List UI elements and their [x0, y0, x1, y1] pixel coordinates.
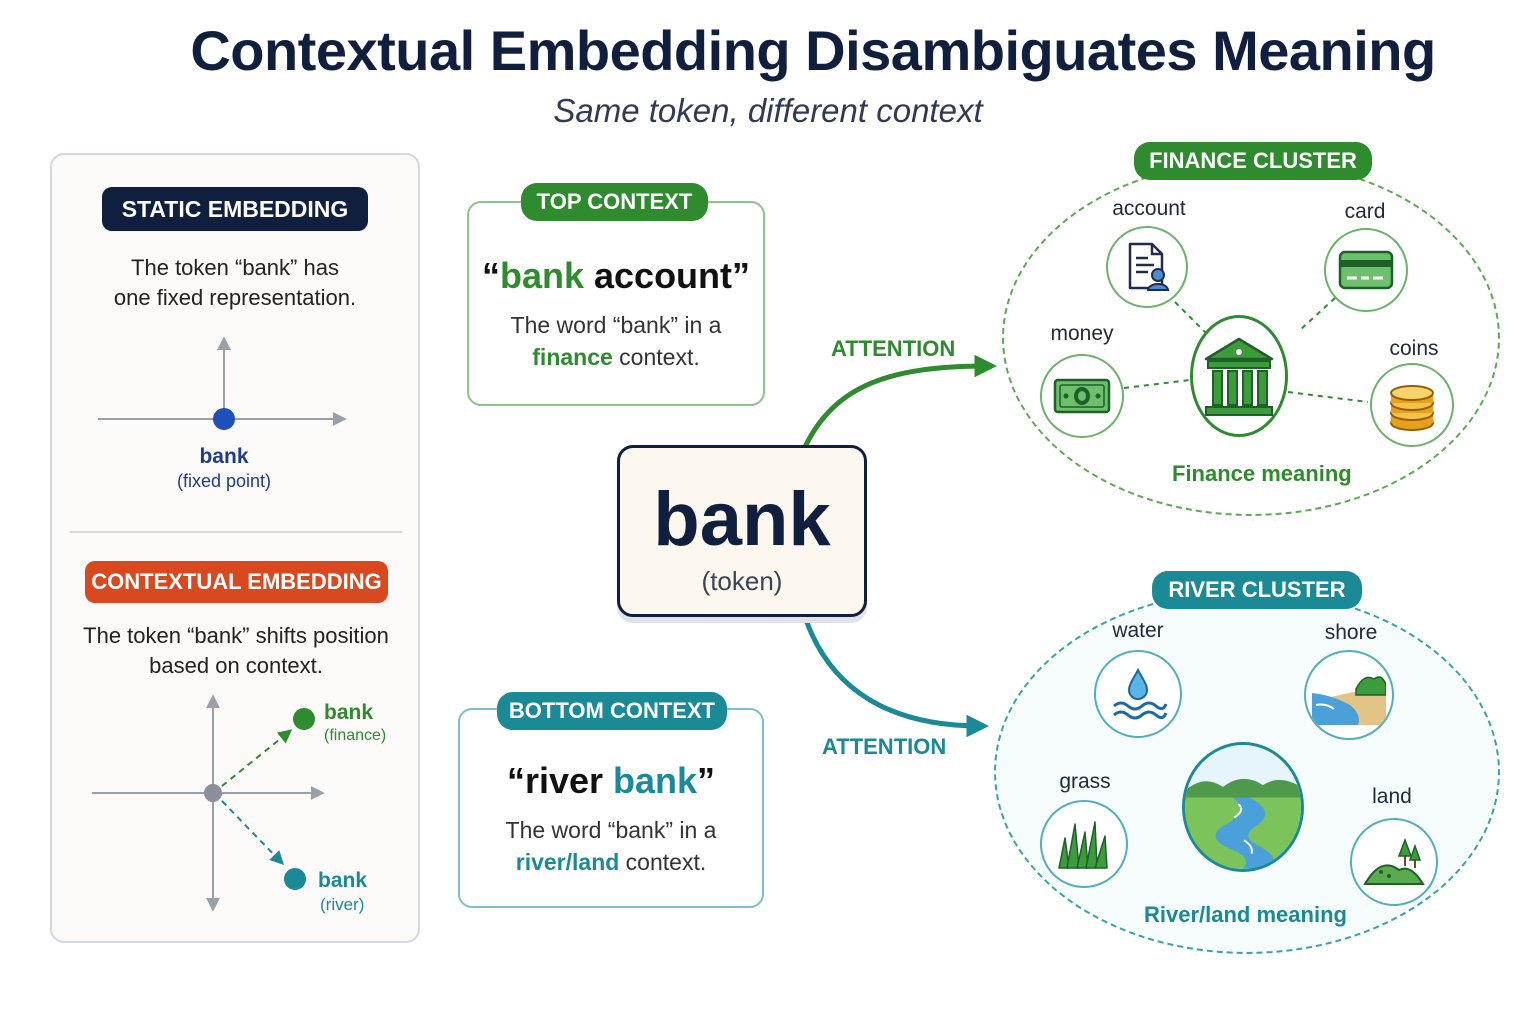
river-center-node — [1182, 742, 1304, 872]
river-shift-arrow — [221, 800, 284, 866]
bottom-context-box: “river bank” The word “bank” in a river/… — [458, 708, 764, 908]
coins-label: coins — [1389, 337, 1439, 360]
coins-node — [1370, 363, 1454, 447]
card-label: card — [1344, 200, 1386, 223]
water-label: water — [1112, 619, 1164, 642]
bottom-context-close-quote: ” — [697, 760, 716, 801]
bottom-context-desc-line1: The word “bank” in a — [505, 817, 717, 843]
hill-trees-icon — [1363, 837, 1425, 885]
static-bank-point — [213, 408, 235, 430]
finance-point-sublabel: (finance) — [324, 727, 387, 744]
static-point-label: bank — [199, 445, 249, 468]
shore-label: shore — [1324, 621, 1378, 644]
river-meaning-label: River/land meaning — [1144, 902, 1347, 927]
bottom-context-tag: BOTTOM CONTEXT — [497, 692, 727, 730]
document-person-icon — [1128, 242, 1170, 291]
bottom-context-desc-suffix: context. — [619, 849, 707, 875]
page-title: Contextual Embedding Disambiguates Meani… — [190, 19, 1436, 82]
river-point-label: bank — [318, 869, 368, 892]
top-context-phrase-rest: account” — [584, 255, 751, 296]
top-context-tag: TOP CONTEXT — [521, 183, 708, 221]
money-node — [1040, 354, 1124, 438]
attention-arrow-river — [802, 616, 989, 738]
finance-bank-point — [293, 708, 315, 730]
top-context-desc-line2: finance context. — [469, 341, 763, 373]
river-point-sublabel: (river) — [320, 895, 365, 914]
grass-icon — [1058, 821, 1108, 869]
attention-label-bottom: ATTENTION — [822, 734, 947, 759]
top-context-box: “bank account” The word “bank” in a fina… — [467, 201, 765, 406]
static-embedding-tag: STATIC EMBEDDING — [102, 187, 368, 231]
bottom-context-keyword: bank — [613, 760, 698, 801]
finance-point-label: bank — [324, 701, 374, 724]
finance-cluster-tag: FINANCE CLUSTER — [1134, 142, 1372, 180]
bottom-context-phrase-start: “river — [506, 760, 614, 801]
account-node — [1106, 226, 1188, 308]
bottom-context-description: The word “bank” in a river/land context. — [460, 814, 762, 878]
grass-label: grass — [1059, 770, 1111, 793]
bottom-context-desc-line2: river/land context. — [460, 846, 762, 878]
static-description-line2: one fixed representation. — [113, 285, 357, 310]
top-context-desc-suffix: context. — [612, 344, 700, 370]
finance-shift-arrow — [221, 729, 293, 787]
static-description: The token “bank” has one fixed represent… — [62, 253, 408, 313]
contextual-description-line2: based on context. — [149, 653, 323, 678]
water-node — [1094, 650, 1182, 738]
water-drop-waves-icon — [1113, 667, 1168, 720]
top-context-description: The word “bank” in a finance context. — [469, 309, 763, 373]
contextual-description: The token “bank” shifts position based o… — [58, 621, 414, 681]
static-description-line1: The token “bank” has — [131, 255, 339, 280]
shore-node — [1304, 650, 1394, 740]
account-label: account — [1112, 197, 1186, 220]
page-subtitle: Same token, different context — [553, 92, 983, 129]
top-context-open-quote: “ — [481, 255, 500, 296]
bank-token-box: bank (token) — [617, 445, 867, 617]
land-node — [1350, 818, 1438, 906]
contextual-embedding-tag: CONTEXTUAL EMBEDDING — [85, 561, 388, 603]
finance-meaning-label: Finance meaning — [1172, 461, 1352, 486]
attention-arrow-finance — [802, 354, 997, 449]
finance-center-node — [1190, 315, 1288, 437]
contextual-embedding-plot — [92, 694, 325, 912]
credit-card-icon — [1338, 250, 1394, 290]
attention-label-top: ATTENTION — [831, 336, 956, 361]
top-context-desc-keyword: finance — [532, 344, 613, 370]
static-point-sublabel: (fixed point) — [176, 471, 272, 491]
river-cluster-tag: RIVER CLUSTER — [1152, 571, 1362, 609]
coins-stack-icon — [1390, 385, 1434, 431]
panel-divider — [70, 531, 402, 533]
token-word: bank — [653, 477, 831, 562]
bottom-context-phrase: “river bank” — [460, 760, 762, 802]
river-landscape-icon — [1185, 745, 1301, 869]
land-label: land — [1372, 785, 1412, 808]
top-context-keyword: bank — [499, 255, 584, 296]
origin-point — [204, 784, 222, 802]
river-bank-point — [284, 868, 306, 890]
bottom-context-desc-keyword: river/land — [515, 849, 620, 875]
card-node — [1324, 228, 1408, 312]
top-context-desc-line1: The word “bank” in a — [510, 312, 722, 338]
shore-landscape-icon — [1312, 676, 1386, 725]
token-sublabel: (token) — [701, 566, 783, 596]
static-embedding-plot — [98, 336, 347, 430]
banknote-icon — [1053, 378, 1111, 414]
embedding-comparison-panel: STATIC EMBEDDING The token “bank” has on… — [50, 153, 420, 943]
money-label: money — [1050, 322, 1114, 345]
contextual-description-line1: The token “bank” shifts position — [83, 623, 389, 648]
grass-node — [1040, 800, 1128, 888]
bank-building-icon — [1204, 337, 1274, 416]
top-context-phrase: “bank account” — [469, 255, 763, 297]
